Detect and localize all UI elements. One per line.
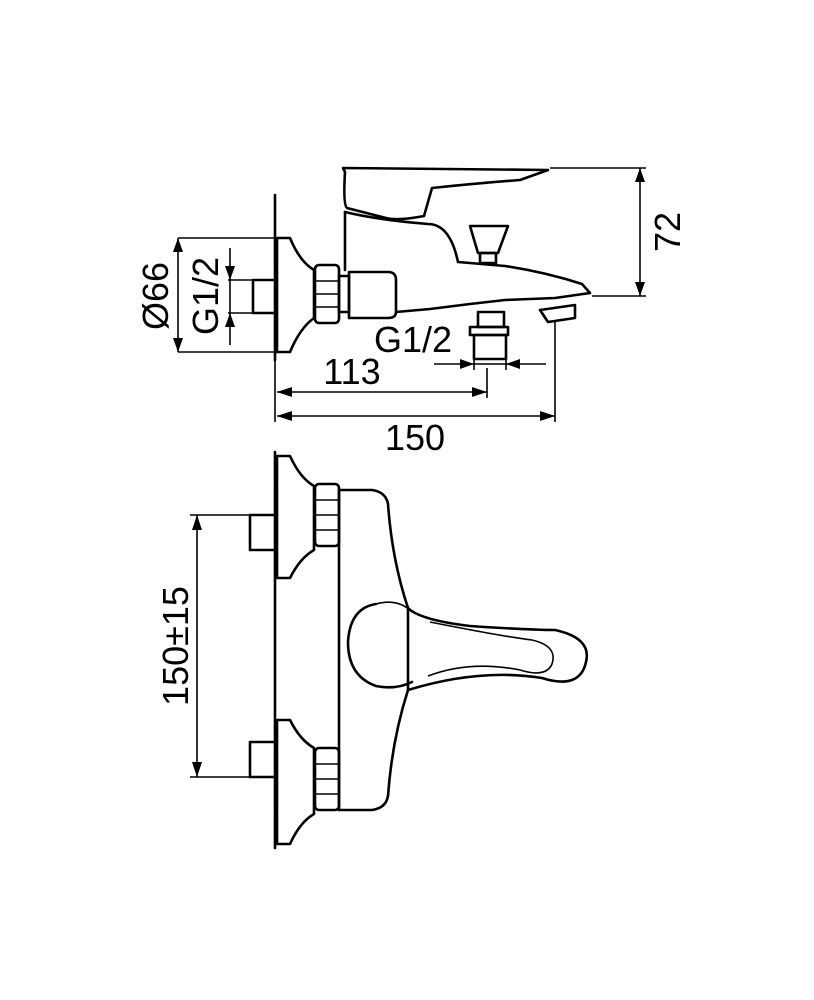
diameter-dimension: Ø66 bbox=[135, 237, 275, 353]
outlet-thread-dimension: G1/2 bbox=[374, 319, 546, 370]
top-view: 150±15 bbox=[155, 450, 589, 850]
mixer-body bbox=[343, 210, 592, 314]
lever-hub-arc bbox=[375, 601, 413, 613]
upper-flange bbox=[275, 454, 316, 580]
total-depth-label: 150 bbox=[385, 417, 445, 458]
depth-to-outlet-label: 113 bbox=[323, 351, 380, 392]
total-depth-dimension: 150 bbox=[274, 322, 556, 458]
lever-hub bbox=[346, 602, 414, 689]
lever-handle bbox=[341, 166, 550, 221]
inlet-thread-dimension: G1/2 bbox=[185, 248, 253, 345]
outlet-fitting bbox=[468, 310, 510, 361]
lower-inlet-stub bbox=[248, 740, 277, 779]
lower-hex-nut bbox=[313, 746, 341, 812]
diverter-knob bbox=[468, 224, 510, 265]
center-distance-label: 150±15 bbox=[155, 586, 196, 706]
inlet-stub bbox=[251, 278, 275, 315]
connector bbox=[337, 274, 351, 314]
inlet-thread-label: G1/2 bbox=[185, 257, 226, 335]
diameter-label: Ø66 bbox=[135, 262, 176, 330]
upper-hex-nut bbox=[313, 482, 341, 548]
side-view: Ø66 G1/2 G1/2 113 bbox=[135, 166, 688, 458]
top-lever bbox=[406, 606, 589, 692]
lower-flange bbox=[275, 718, 316, 846]
spout-aerator bbox=[538, 303, 577, 324]
depth-to-outlet-dimension: 113 bbox=[277, 351, 488, 398]
height-dimension: 72 bbox=[550, 167, 688, 297]
upper-inlet-stub bbox=[248, 513, 277, 552]
hex-nut bbox=[313, 263, 341, 325]
outlet-thread-label: G1/2 bbox=[374, 319, 452, 360]
body-boss bbox=[347, 270, 398, 320]
top-lever-inner bbox=[427, 621, 554, 677]
wall-flange bbox=[275, 236, 316, 354]
height-label: 72 bbox=[647, 212, 688, 252]
center-distance-dimension: 150±15 bbox=[155, 514, 250, 778]
